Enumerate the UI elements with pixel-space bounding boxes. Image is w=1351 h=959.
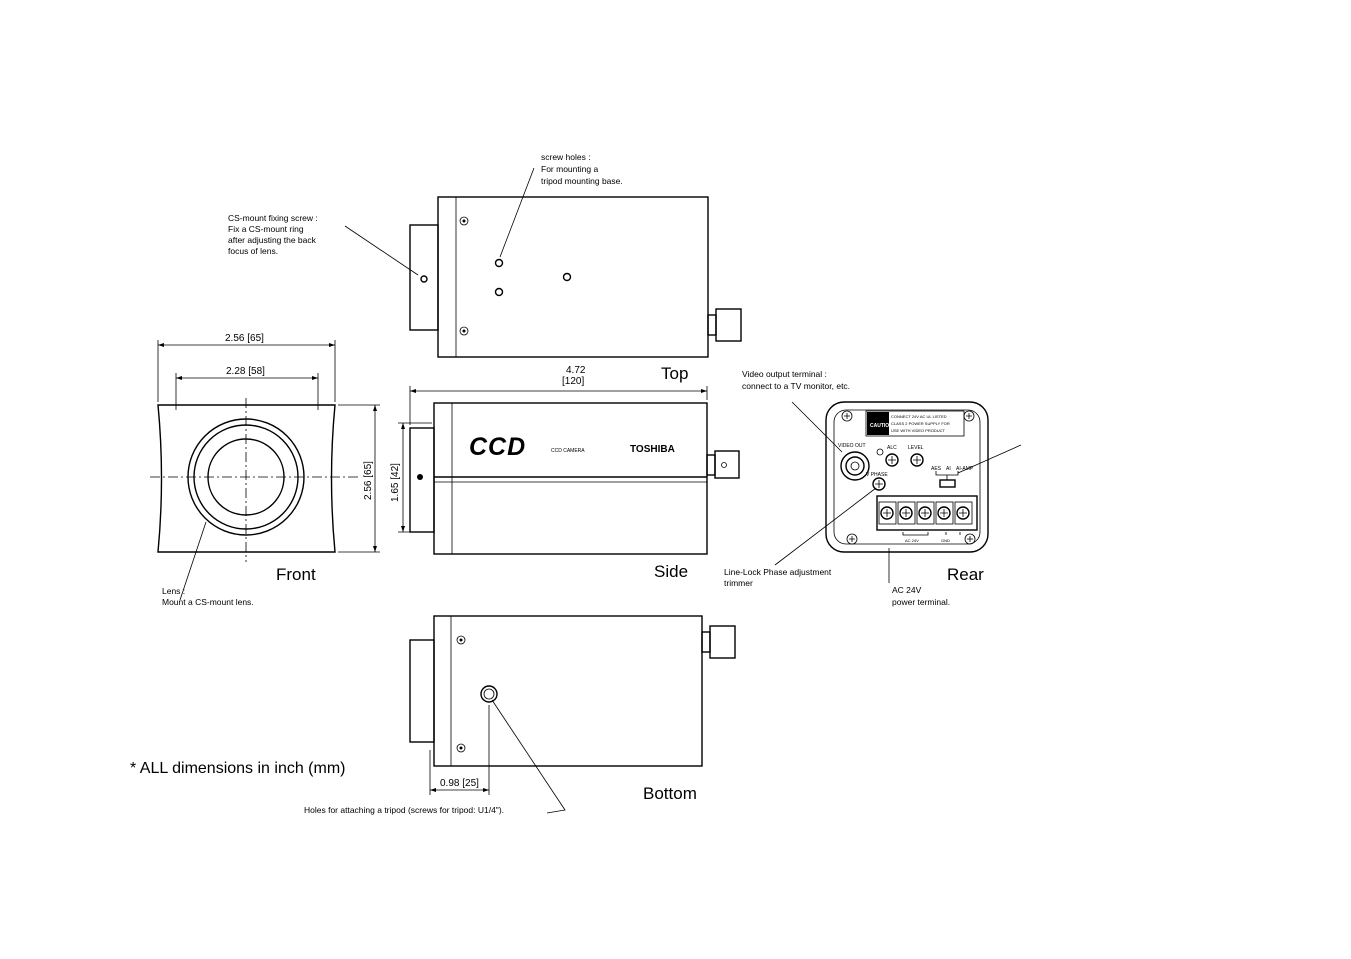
level-label: LEVEL <box>908 445 924 451</box>
dim-front-height: 2.56 [65] <box>363 461 374 500</box>
line-lock-leader <box>774 487 877 566</box>
dim-bottom-offset: 0.98 [25] <box>440 778 479 789</box>
v-phase-trimmer <box>872 477 886 491</box>
view-label-front: Front <box>276 565 316 584</box>
view-label-side: Side <box>654 562 688 581</box>
cs-mount-screw <box>420 275 428 283</box>
side-cs-screw <box>417 474 423 480</box>
side-body <box>433 402 708 555</box>
dim-front-inner: 2.28 [58] <box>226 366 265 377</box>
rear-body <box>825 401 989 553</box>
screw-hole-3 <box>562 272 572 282</box>
lens-leader <box>179 521 207 601</box>
view-label-rear: Rear <box>947 565 984 584</box>
video-output-leader <box>791 401 843 453</box>
screw-holes-leader <box>499 167 535 258</box>
side-brand-text: TOSHIBA <box>630 444 675 455</box>
ai-label: AI <box>946 466 951 472</box>
cs-mount-leader <box>344 225 419 276</box>
cs-mount-label-3: after adjusting the back <box>228 235 317 245</box>
cs-mount-label-2: Fix a CS-mount ring <box>228 224 304 234</box>
caution-text: CAUTION <box>870 423 893 429</box>
top-view <box>344 167 742 358</box>
side-view <box>398 386 740 555</box>
video-output-label-2: connect to a TV monitor, etc. <box>742 381 850 391</box>
screw-hole-2 <box>494 287 504 297</box>
top-bnc-connector <box>715 308 742 342</box>
dim-side-length-mm: [120] <box>562 376 584 387</box>
bottom-lens-ring <box>409 639 435 743</box>
video-out-label: VIDEO OUT <box>838 443 866 449</box>
line-lock-label-1: Line-Lock Phase adjustment <box>724 567 832 577</box>
caution-line-2: CLASS 2 POWER SUPPLY FOR <box>891 421 950 426</box>
caution-line-3: USE WITH VIDEO PRODUCT <box>891 428 946 433</box>
line-lock-label-2: trimmer <box>724 578 753 588</box>
side-model-text: CCD CAMERA <box>551 448 585 454</box>
dim-side-height: 1.65 [42] <box>390 463 401 502</box>
side-ccd-logo: CCD <box>469 433 526 461</box>
tripod-hole <box>480 685 498 703</box>
bottom-view <box>409 615 736 814</box>
side-bnc-connector <box>714 450 740 479</box>
video-out-connector <box>840 451 870 481</box>
lens-label-2: Mount a CS-mount lens. <box>162 597 254 607</box>
top-body <box>437 196 709 358</box>
ac-power-label-1: AC 24V <box>892 585 922 595</box>
view-label-bottom: Bottom <box>643 784 697 803</box>
front-view <box>150 340 380 601</box>
alc-label: ALC <box>887 445 897 451</box>
screw-holes-label-2: For mounting a <box>541 164 598 174</box>
ai-amp-label: AI-AMP <box>956 466 974 472</box>
power-terminal-block <box>876 495 978 536</box>
lens-label-1: Lens : <box>162 586 185 596</box>
caution-badge <box>867 412 889 435</box>
bottom-body <box>433 615 703 767</box>
top-lens-ring <box>409 224 439 331</box>
bottom-bnc-connector <box>709 625 736 659</box>
dim-side-length-in: 4.72 <box>566 365 586 376</box>
view-label-top: Top <box>661 364 688 383</box>
screw-holes-label-1: screw holes : <box>541 152 591 162</box>
alc-trimmer <box>885 453 899 467</box>
tripod-leader <box>491 699 566 814</box>
aes-label: AES <box>931 466 942 472</box>
caution-label-box <box>865 410 965 437</box>
caution-line-1: CONNECT 24V AC UL LISTED <box>891 414 947 419</box>
rear-view <box>774 401 1022 583</box>
front-body <box>157 404 336 553</box>
switch-leader <box>957 444 1022 474</box>
video-output-label-1: Video output terminal : <box>742 369 827 379</box>
screw-holes-label-3: tripod mounting base. <box>541 176 623 186</box>
dim-front-width: 2.56 [65] <box>225 333 264 344</box>
gnd-terminal-label: GND <box>941 538 950 543</box>
v-phase-label: V PHASE <box>866 472 888 478</box>
side-lens-ring <box>409 427 435 533</box>
ac-power-label-2: power terminal. <box>892 597 950 607</box>
screw-hole-1 <box>494 258 504 268</box>
ac24v-terminal-label: AC 24V <box>905 538 919 543</box>
aes-ai-switch <box>939 479 956 488</box>
dimensions-note: * ALL dimensions in inch (mm) <box>130 760 346 777</box>
cs-mount-label-4: focus of lens. <box>228 246 278 256</box>
tripod-holes-label: Holes for attaching a tripod (screws for… <box>304 805 504 815</box>
level-trimmer <box>910 453 924 467</box>
cs-mount-label-1: CS-mount fixing screw : <box>228 213 318 223</box>
